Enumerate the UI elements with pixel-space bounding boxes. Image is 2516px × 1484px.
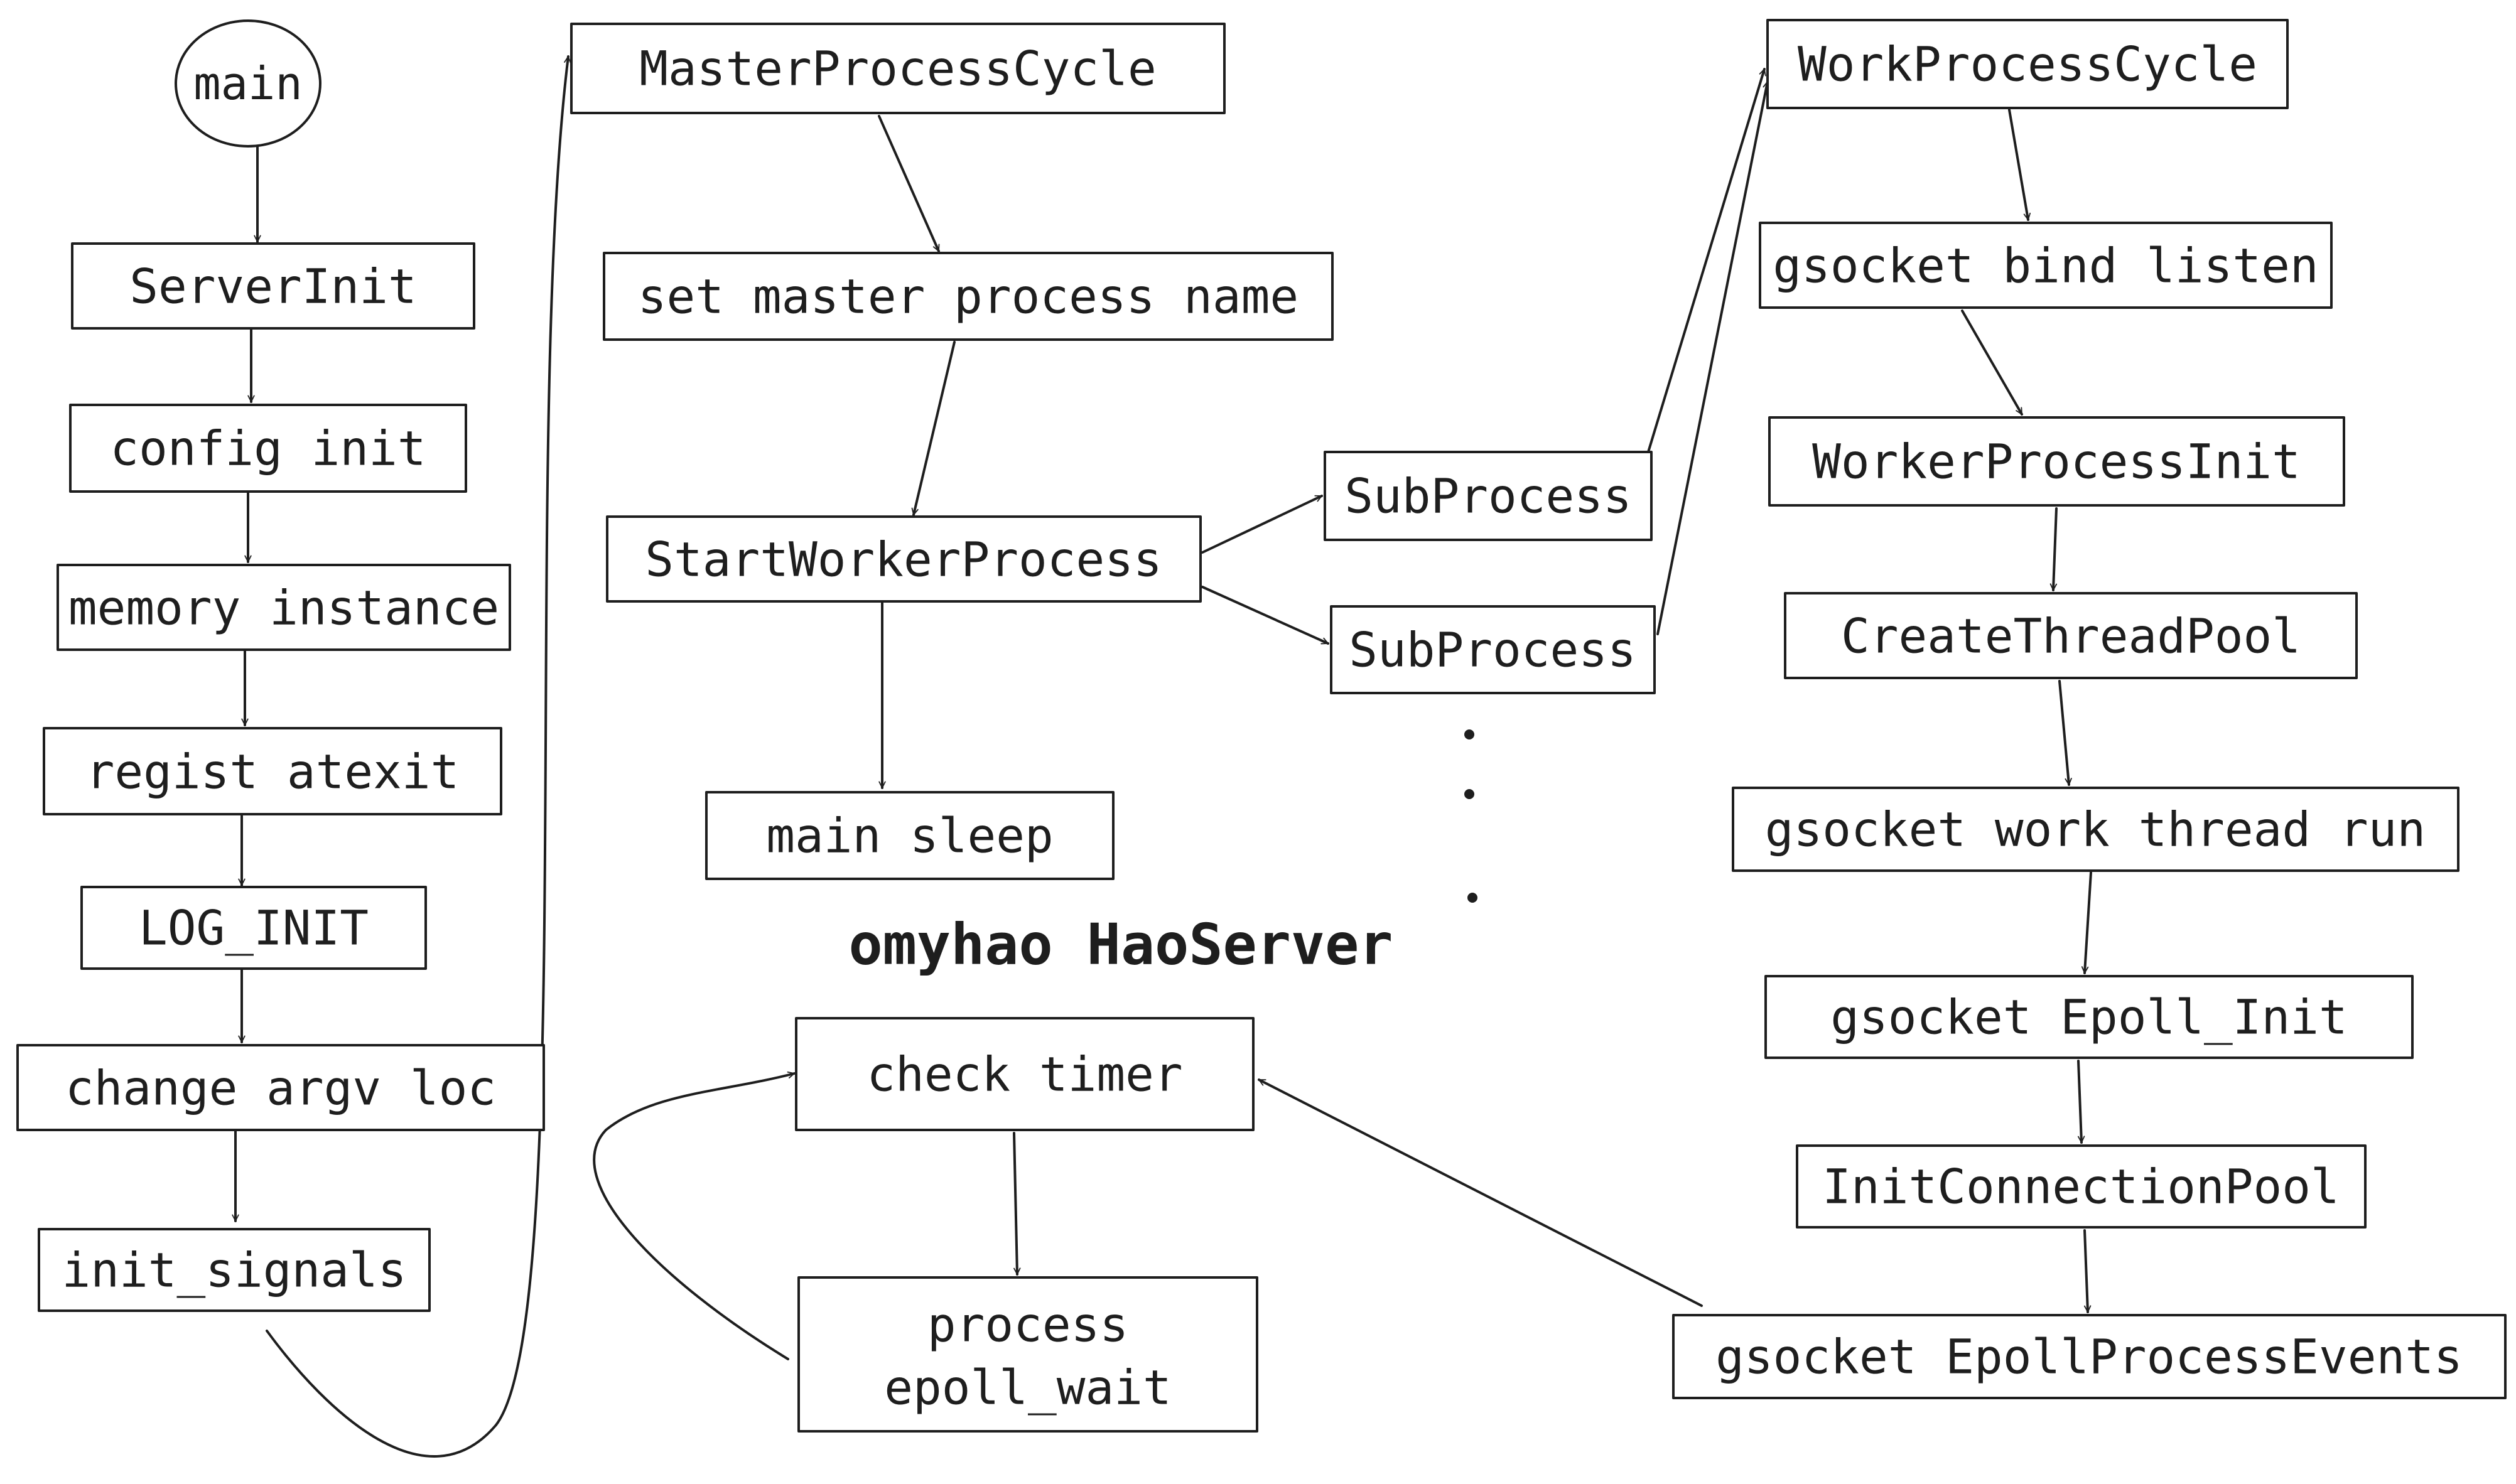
node-set-master-process-name-label: set master process name [638,269,1298,325]
node-process-epoll-wait-line1: process [927,1297,1128,1353]
dot [1464,789,1474,799]
node-gsocket-epoll-process-events-label: gsocket EpollProcessEvents [1715,1329,2463,1385]
node-main-sleep-label: main sleep [766,808,1054,864]
node-memory-instance-label: memory instance [68,580,499,636]
edge-epollinit-connpool [2077,1060,2085,1144]
node-regist-atexit: regist atexit [43,727,502,815]
edge-epollevents-checktimer [1258,1078,1703,1307]
node-regist-atexit-label: regist atexit [86,744,460,800]
node-create-thread-pool-label: CreateThreadPool [1841,608,2301,664]
edge-connpool-epollevents [2083,1229,2092,1313]
edge-threadpool-workthread [2058,680,2072,786]
continuation-dots [1464,729,1477,903]
node-main-sleep: main sleep [705,791,1115,880]
node-change-argv-loc: change argv loc [16,1044,545,1131]
node-master-process-cycle-label: MasterProcessCycle [639,41,1157,97]
node-init-signals-label: init_signals [62,1242,406,1298]
node-check-timer: check timer [795,1017,1255,1131]
node-check-timer-label: check timer [867,1046,1182,1102]
edge-workthread-epollinit [2081,871,2092,974]
node-config-init: config init [69,404,467,493]
node-worker-process-init: WorkerProcessInit [1768,416,2345,507]
edge-checktimer-epollwait [1013,1132,1021,1276]
node-gsocket-work-thread-run-label: gsocket work thread run [1765,802,2426,858]
node-change-argv-loc-label: change argv loc [65,1060,496,1116]
node-log-init: LOG_INIT [80,886,427,970]
brand-label: omyhao HaoServer [849,912,1393,978]
node-subprocess-1-label: SubProcess [1344,468,1632,524]
node-subprocess-2: SubProcess [1330,605,1656,694]
edge-startworker-sub2 [1201,586,1329,645]
node-config-init-label: config init [110,421,426,476]
node-process-epoll-wait-line2: epoll_wait [884,1360,1172,1416]
node-worker-process-init-label: WorkerProcessInit [1812,434,2301,490]
dot [1467,893,1477,903]
edge-sub2-workcycle [1656,80,1770,635]
node-create-thread-pool: CreateThreadPool [1784,592,2358,679]
node-server-init: ServerInit [71,242,475,330]
node-start-worker-process-label: StartWorkerProcess [645,532,1162,588]
node-work-process-cycle: WorkProcessCycle [1766,19,2289,109]
edge-workcycle-bindlisten [2008,109,2031,221]
node-gsocket-epoll-init: gsocket Epoll_Init [1764,975,2414,1059]
node-set-master-process-name: set master process name [603,252,1334,341]
edge-bindlisten-workerinit [1961,309,2023,416]
edge-workerinit-threadpool [2049,507,2058,591]
node-init-signals: init_signals [38,1228,431,1312]
node-gsocket-bind-listen: gsocket bind listen [1759,222,2333,309]
edge-startworker-sub1 [1201,495,1323,554]
node-init-connection-pool-label: InitConnectionPool [1822,1159,2340,1215]
node-init-connection-pool: InitConnectionPool [1796,1144,2367,1229]
node-server-init-label: ServerInit [129,259,417,315]
node-main-label: main [193,57,302,110]
edge-initsignals-master [266,55,571,1458]
node-gsocket-bind-listen-label: gsocket bind listen [1773,238,2318,294]
node-work-process-cycle-label: WorkProcessCycle [1798,36,2257,92]
node-main: main [175,19,321,148]
node-start-worker-process: StartWorkerProcess [606,515,1202,603]
node-subprocess-1: SubProcess [1324,451,1653,541]
node-process-epoll-wait: process epoll_wait [797,1276,1258,1433]
node-gsocket-epoll-process-events: gsocket EpollProcessEvents [1672,1314,2507,1399]
edge-sub1-workcycle [1647,68,1766,453]
edge-setname-startworker [911,341,956,516]
node-log-init-label: LOG_INIT [139,900,369,956]
node-subprocess-2-label: SubProcess [1349,622,1636,678]
node-gsocket-epoll-init-label: gsocket Epoll_Init [1830,989,2348,1045]
node-gsocket-work-thread-run: gsocket work thread run [1732,787,2459,872]
edge-master-setname [878,115,940,252]
edges [232,55,2092,1458]
dot [1464,729,1474,739]
node-master-process-cycle: MasterProcessCycle [570,23,1226,114]
edge-epollwait-checktimer [593,1071,796,1360]
node-memory-instance: memory instance [57,564,511,651]
